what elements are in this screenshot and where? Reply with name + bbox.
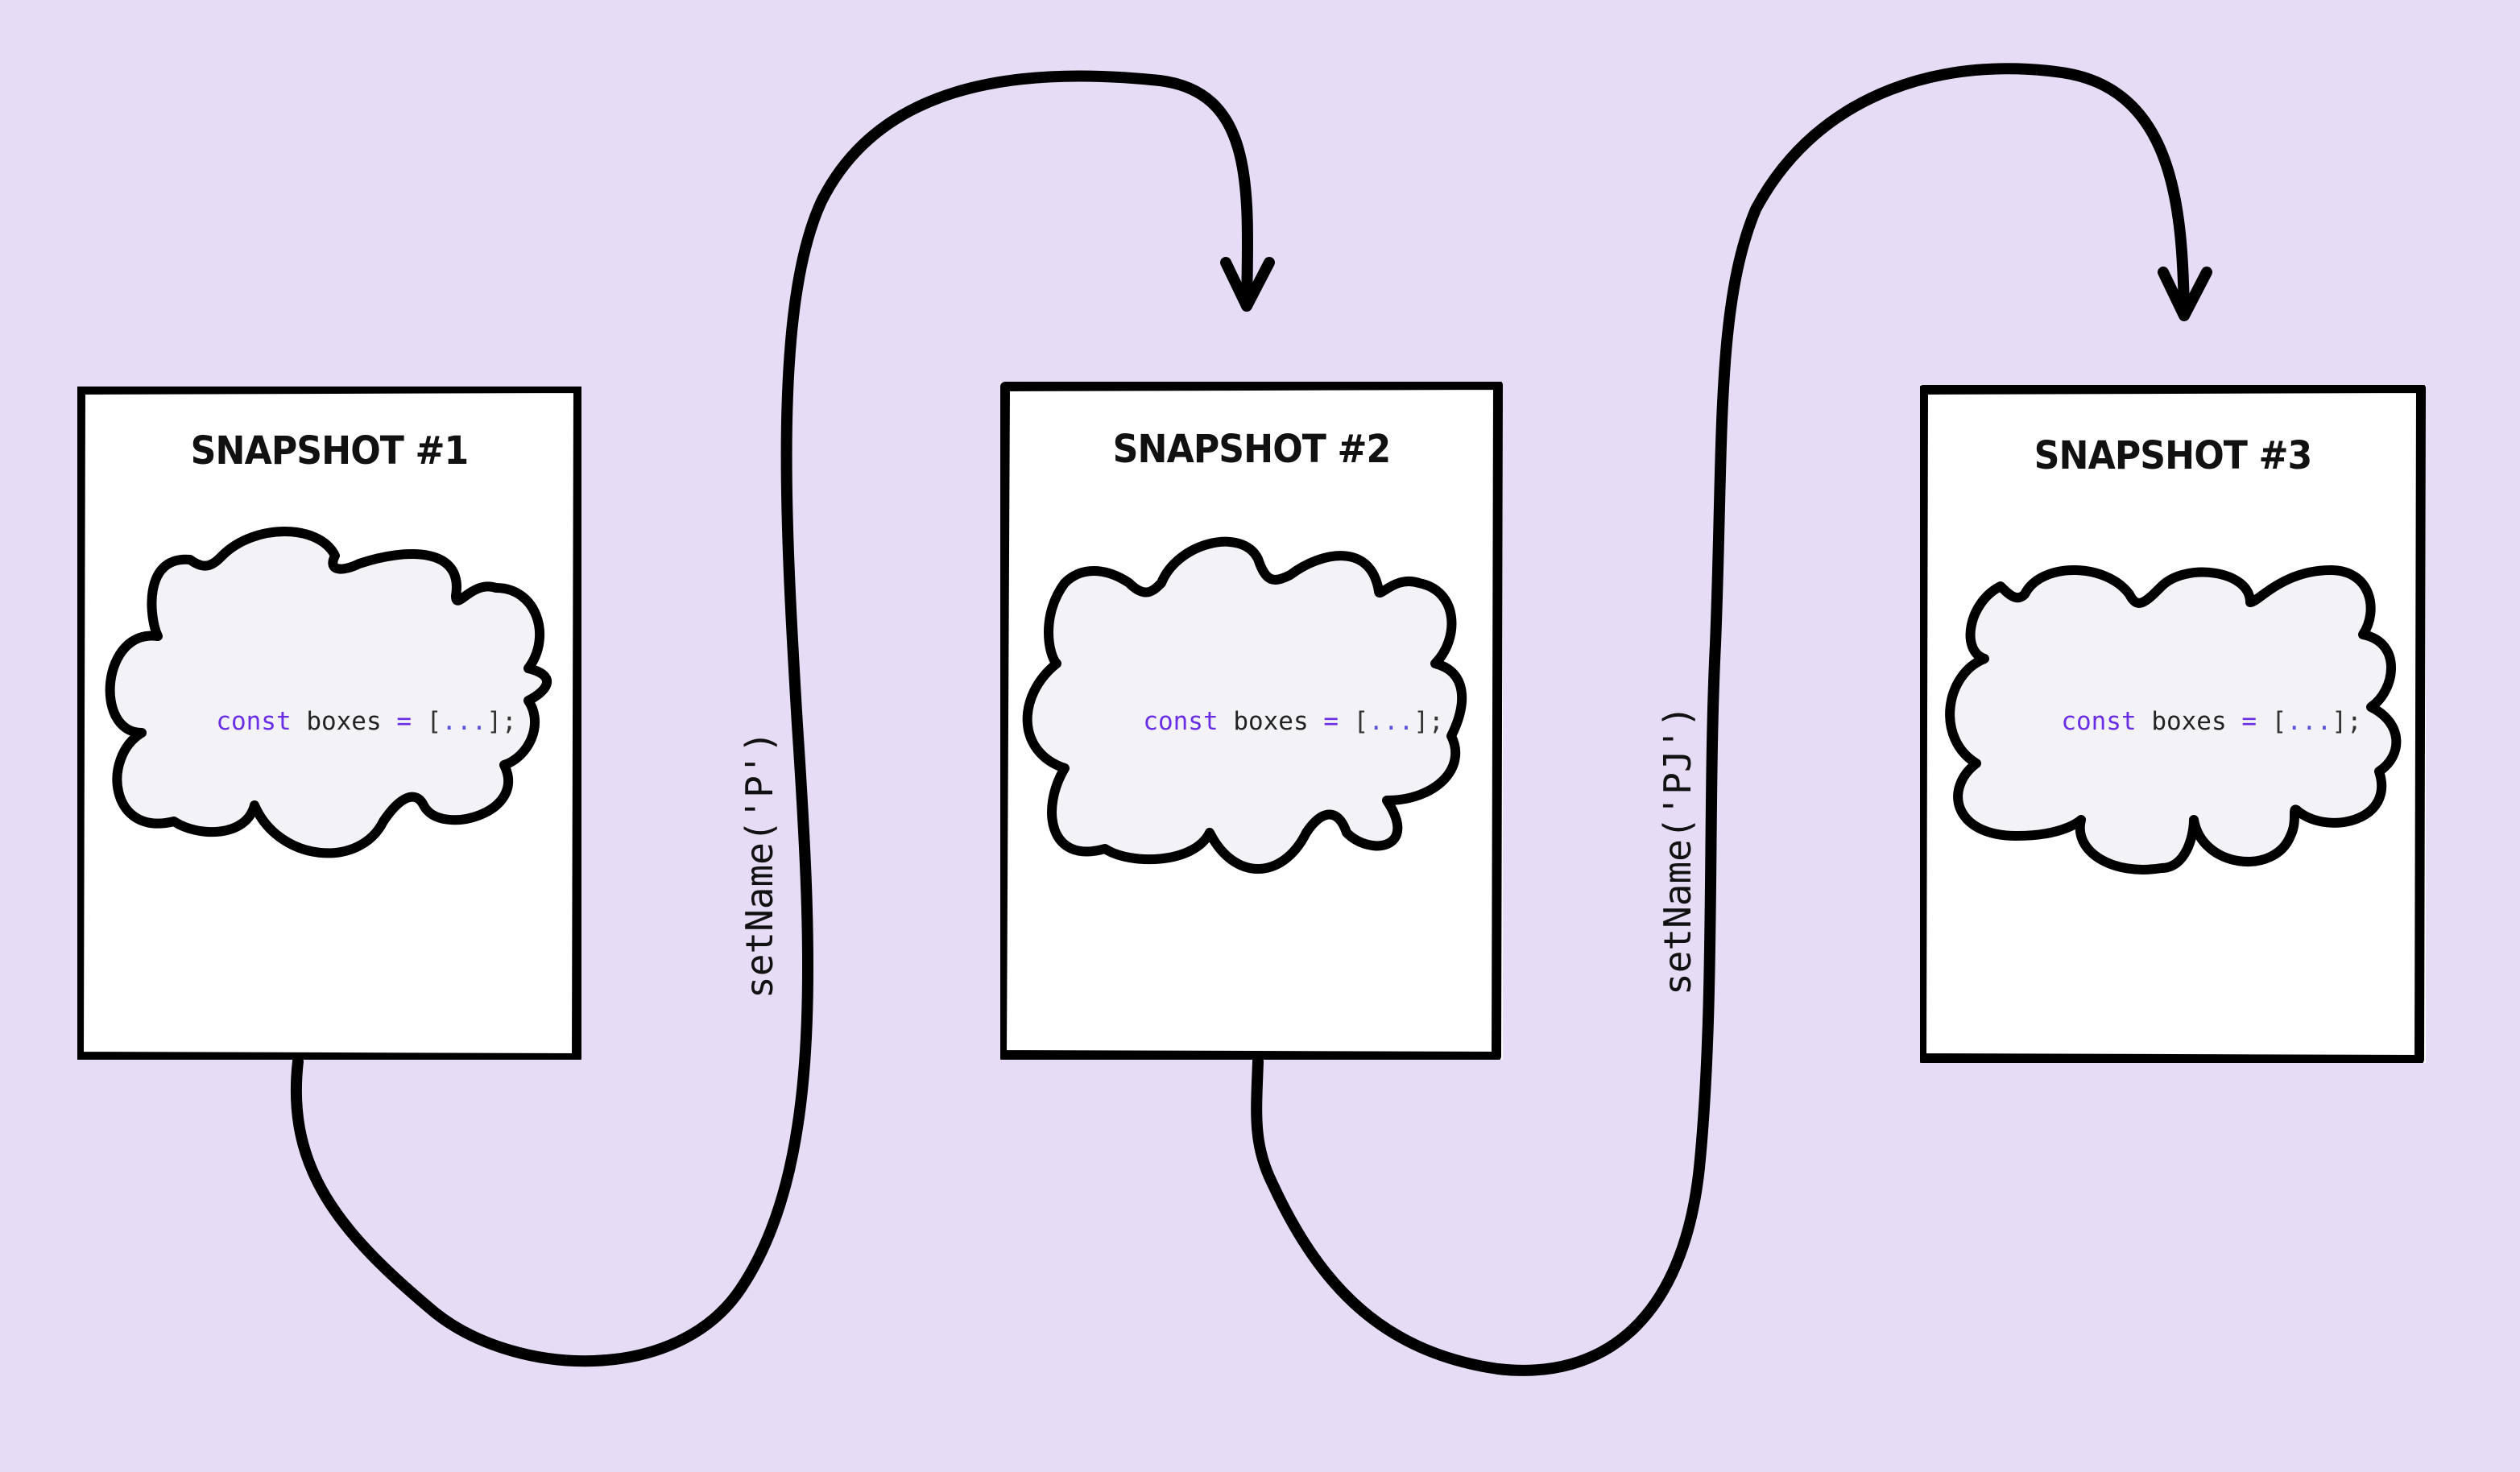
code-line: const boxes = [...]; xyxy=(994,678,1503,765)
code-dots: ... xyxy=(2286,707,2332,736)
code-line: const boxes = [...]; xyxy=(1907,678,2426,765)
code-operator: = xyxy=(1323,707,1339,736)
snapshot-card-2: SNAPSHOT #2 const boxes = [...]; xyxy=(1000,382,1503,1060)
code-dots: ... xyxy=(441,707,487,736)
cloud-shape xyxy=(1945,565,2402,875)
code-identifier: boxes xyxy=(306,707,382,736)
code-dots: ... xyxy=(1368,707,1414,736)
cloud-shape xyxy=(1022,536,1467,874)
code-line: const boxes = [...]; xyxy=(61,678,581,765)
code-close: ]; xyxy=(2332,707,2362,736)
snapshot-title: SNAPSHOT #2 xyxy=(1112,427,1392,472)
snapshot-card-1: SNAPSHOT #1 const boxes = [...]; xyxy=(77,387,581,1060)
snapshot-title: SNAPSHOT #3 xyxy=(2034,433,2313,478)
code-identifier: boxes xyxy=(1233,707,1309,736)
code-operator: = xyxy=(396,707,412,736)
transition-curve-2 xyxy=(1251,63,2190,1376)
card-frame xyxy=(77,387,581,1060)
card-frame xyxy=(1920,385,2426,1063)
transition-label-1: setName('P') xyxy=(738,730,781,999)
code-close: ]; xyxy=(486,707,517,736)
arrowhead-icon xyxy=(2158,267,2212,321)
code-keyword: const xyxy=(2061,707,2137,736)
arrowhead-icon xyxy=(1220,257,1275,312)
code-keyword: const xyxy=(1143,707,1219,736)
transition-label-2: setName('PJ') xyxy=(1656,705,1699,995)
code-open: [ xyxy=(2271,707,2287,736)
code-close: ]; xyxy=(1413,707,1444,736)
code-operator: = xyxy=(2241,707,2257,736)
card-frame xyxy=(1000,382,1503,1060)
code-open: [ xyxy=(426,707,442,736)
snapshot-title: SNAPSHOT #1 xyxy=(190,428,470,473)
transition-curve-1 xyxy=(290,70,1254,1367)
cloud-shape xyxy=(105,527,552,858)
snapshot-card-3: SNAPSHOT #3 const boxes = [...]; xyxy=(1920,385,2426,1063)
code-keyword: const xyxy=(216,707,292,736)
code-identifier: boxes xyxy=(2151,707,2227,736)
code-open: [ xyxy=(1353,707,1369,736)
